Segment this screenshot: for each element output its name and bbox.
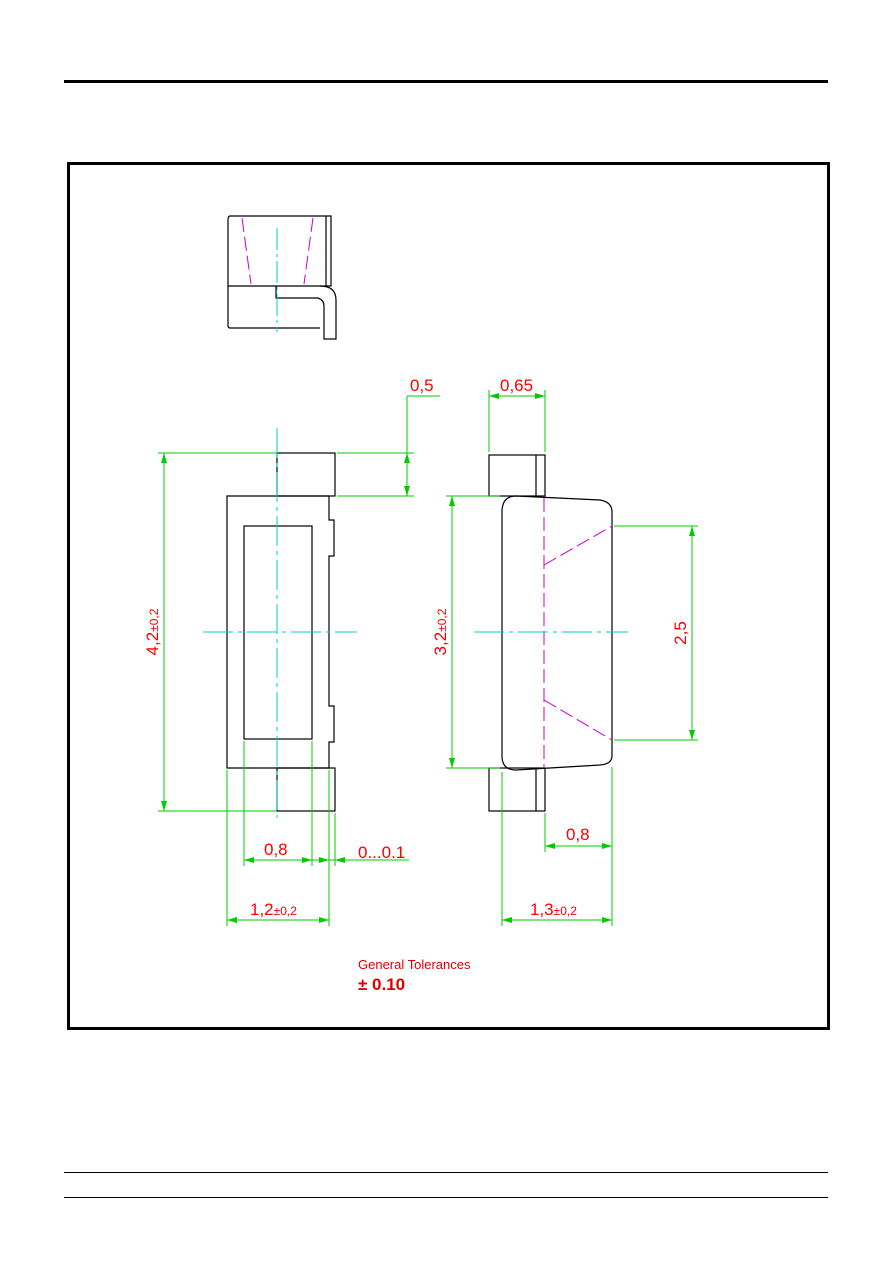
dim-body-width: 1,2±0,2 — [250, 900, 297, 919]
dim-body-width-value: 1,2 — [250, 900, 274, 919]
dimension-arrows — [161, 393, 695, 923]
general-tolerances-title: General Tolerances — [358, 957, 471, 972]
dim-depth-value: 1,3 — [530, 900, 554, 919]
dim-body-length-value: 3,2 — [431, 632, 450, 656]
dim-overall-length-value: 4,2 — [143, 632, 162, 656]
footer-rule-bottom — [64, 1197, 828, 1198]
dim-depth-tolerance: ±0,2 — [554, 904, 578, 918]
dim-overall-length: 4,2±0,2 — [143, 608, 162, 655]
side-view-hidden-lines — [543, 498, 613, 768]
top-view-hidden-lines — [241, 217, 314, 285]
dim-body-width-tolerance: ±0,2 — [274, 904, 298, 918]
dim-window-length-value: 2,5 — [671, 621, 690, 645]
general-tolerances-value: ± 0.10 — [358, 975, 406, 994]
dim-top-offset: 0,5 — [410, 376, 434, 395]
dim-lead-width: 0,65 — [500, 376, 533, 395]
dim-body-length: 3,2±0,2 — [431, 608, 450, 655]
dim-gap: 0...0.1 — [358, 843, 405, 862]
svg-text:3,2±0,2: 3,2±0,2 — [431, 608, 450, 655]
dim-depth: 1,3±0,2 — [530, 900, 577, 919]
dimension-lines — [158, 390, 698, 926]
side-view — [488, 454, 613, 812]
dim-side-width: 0,8 — [566, 825, 590, 844]
front-view-centerlines — [203, 428, 357, 818]
header-rule — [64, 80, 828, 83]
footer-rule-top — [64, 1172, 828, 1173]
dim-window-width: 0,8 — [264, 840, 288, 859]
dim-body-length-tolerance: ±0,2 — [435, 608, 449, 632]
dim-overall-length-tolerance: ±0,2 — [147, 608, 161, 632]
top-view — [227, 215, 337, 340]
dim-window-length: 2,5 — [671, 621, 690, 645]
drawing-frame — [67, 162, 830, 1030]
svg-text:4,2±0,2: 4,2±0,2 — [143, 608, 162, 655]
